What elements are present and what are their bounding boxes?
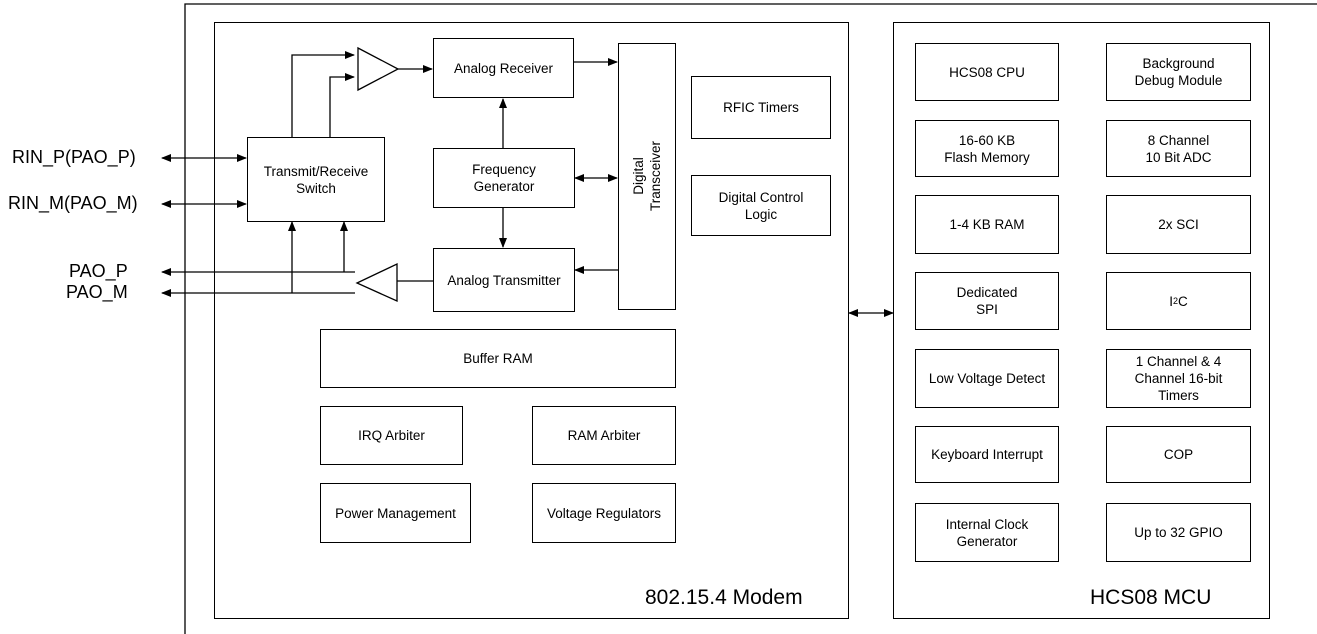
i2c-label-tail: C — [1178, 293, 1188, 309]
pin-label-pao-p: PAO_P — [69, 261, 128, 281]
ram-block: 1-4 KB RAM — [915, 195, 1059, 254]
digital-transceiver-label: Digital Transceiver — [631, 140, 663, 212]
analog-transmitter-block: Analog Transmitter — [433, 248, 575, 312]
background-debug-module-block: Background Debug Module — [1106, 43, 1251, 101]
digital-transceiver-block — [618, 43, 676, 310]
analog-receiver-block: Analog Receiver — [433, 38, 574, 98]
adc-block: 8 Channel 10 Bit ADC — [1106, 120, 1251, 177]
pin-label-rin-m: RIN_M(PAO_M) — [8, 193, 138, 213]
flash-memory-block: 16-60 KB Flash Memory — [915, 120, 1059, 177]
low-voltage-detect-block: Low Voltage Detect — [915, 349, 1059, 408]
modem-frame — [214, 22, 849, 619]
gpio-block: Up to 32 GPIO — [1106, 503, 1251, 562]
dedicated-spi-block: Dedicated SPI — [915, 272, 1059, 330]
ram-arbiter-block: RAM Arbiter — [532, 406, 676, 465]
pin-label-rin-p: RIN_P(PAO_P) — [12, 147, 136, 167]
cop-block: COP — [1106, 426, 1251, 483]
timers-block: 1 Channel & 4 Channel 16-bit Timers — [1106, 349, 1251, 408]
sw-to-amp-1 — [291, 51, 355, 137]
power-management-block: Power Management — [320, 483, 471, 543]
digital-control-logic-block: Digital Control Logic — [691, 175, 831, 236]
transmit-receive-switch-block: Transmit/Receive Switch — [247, 137, 385, 222]
pin-label-pao-m: PAO_M — [66, 282, 128, 302]
sci-block: 2x SCI — [1106, 195, 1251, 254]
internal-clock-generator-block: Internal Clock Generator — [915, 503, 1059, 562]
rfic-timers-block: RFIC Timers — [691, 76, 831, 139]
i2c-label-base: I — [1169, 293, 1173, 309]
keyboard-interrupt-block: Keyboard Interrupt — [915, 426, 1059, 483]
voltage-regulators-block: Voltage Regulators — [532, 483, 676, 543]
tx-amplifier — [355, 262, 398, 303]
frequency-generator-block: Frequency Generator — [433, 148, 575, 208]
hcs08-cpu-block: HCS08 CPU — [915, 43, 1059, 101]
buffer-ram-block: Buffer RAM — [320, 329, 676, 388]
rx-amplifier — [357, 46, 400, 92]
mcu-title: HCS08 MCU — [1090, 586, 1212, 609]
irq-arbiter-block: IRQ Arbiter — [320, 406, 463, 465]
chip-outline — [184, 3, 1317, 634]
modem-title: 802.15.4 Modem — [645, 586, 803, 609]
mcu-frame — [893, 22, 1270, 619]
sw-to-amp-2 — [329, 73, 355, 137]
